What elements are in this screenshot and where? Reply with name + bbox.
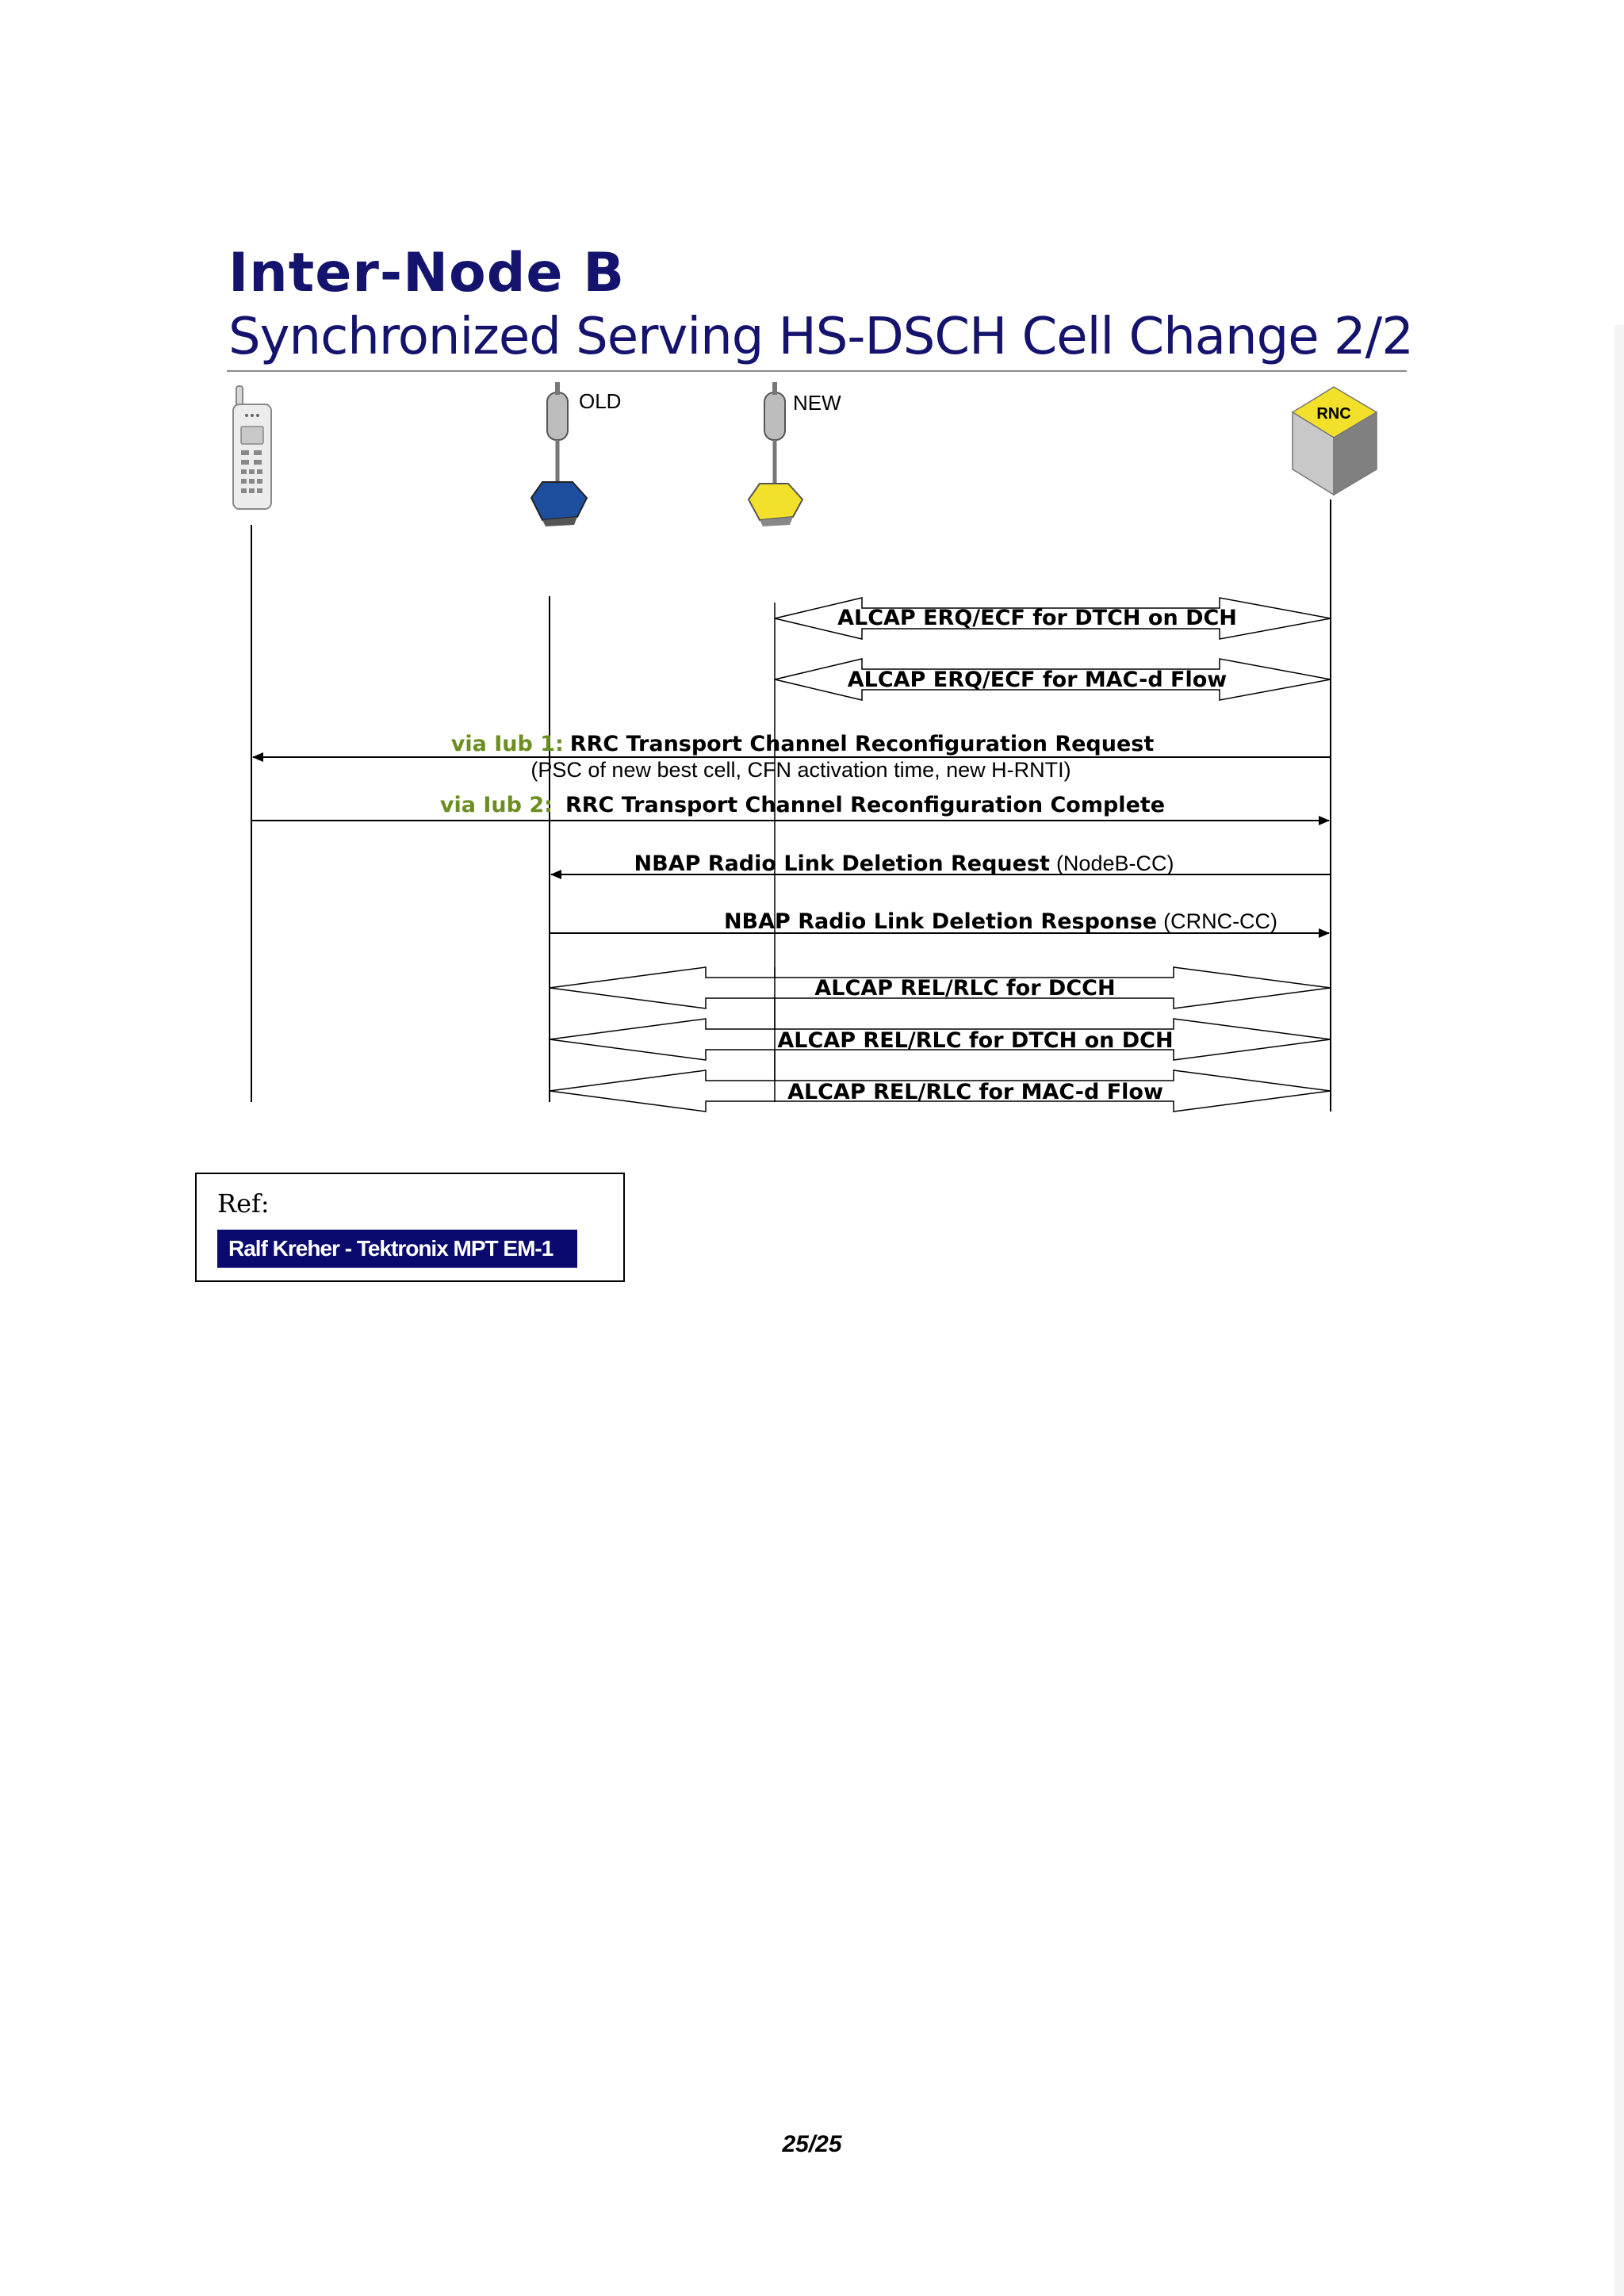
alcap-erq-dtch-arrow bbox=[774, 597, 1331, 640]
msg-alcap-erq-dtch: ALCAP ERQ/ECF for DTCH on DCH bbox=[837, 606, 1237, 630]
msg-alcap-rel-dcch: ALCAP REL/RLC for DCCH bbox=[814, 976, 1115, 1001]
page-number: 25/25 bbox=[782, 2131, 842, 2157]
title-line-1: Inter-Node B bbox=[228, 242, 626, 304]
alcap-rel-macd-arrow bbox=[549, 1070, 1331, 1112]
mobile-phone-icon bbox=[232, 385, 272, 510]
reference-author: Ralf Kreher - Tektronix MPT EM-1 bbox=[217, 1230, 577, 1268]
rnc-icon bbox=[1291, 386, 1378, 496]
reference-box: Ref: Ralf Kreher - Tektronix MPT EM-1 bbox=[195, 1173, 625, 1282]
alcap-rel-dtch-arrow bbox=[549, 1018, 1331, 1061]
via-iub-2-label: via Iub 2: bbox=[440, 793, 553, 817]
rnc-label: RNC bbox=[1316, 405, 1350, 423]
rrc-complete-text: RRC Transport Channel Reconfiguration Co… bbox=[565, 793, 1165, 817]
via-iub-1-label: via Iub 1: bbox=[451, 732, 564, 756]
page-title: Inter-Node B Synchronized Serving HS-DSC… bbox=[228, 242, 1414, 369]
nbap-request-text: NBAP Radio Link Deletion Request bbox=[634, 851, 1050, 876]
msg-nbap-deletion-response: NBAP Radio Link Deletion Response(CRNC-C… bbox=[724, 909, 1277, 934]
alcap-rel-dcch-arrow bbox=[549, 966, 1331, 1009]
msg-alcap-rel-macd: ALCAP REL/RLC for MAC-d Flow bbox=[787, 1080, 1163, 1104]
msg-rrc-reconfig-request: via Iub 1:RRC Transport Channel Reconfig… bbox=[451, 732, 1155, 756]
msg-alcap-rel-dtch: ALCAP REL/RLC for DTCH on DCH bbox=[777, 1028, 1173, 1053]
reference-label: Ref: bbox=[217, 1188, 270, 1219]
title-line-2: Synchronized Serving HS-DSCH Cell Change… bbox=[228, 308, 1414, 366]
title-divider bbox=[227, 370, 1407, 372]
rrc-request-text: RRC Transport Channel Reconfiguration Re… bbox=[570, 732, 1155, 756]
new-nodeb-label: NEW bbox=[793, 391, 841, 415]
new-nodeb-icon bbox=[747, 382, 804, 526]
old-nodeb-icon bbox=[530, 382, 588, 526]
msg-nbap-deletion-request: NBAP Radio Link Deletion Request(NodeB-C… bbox=[634, 851, 1174, 876]
old-nodeb-label: OLD bbox=[579, 389, 621, 413]
nbap-request-suffix: (NodeB-CC) bbox=[1056, 851, 1174, 875]
page-edge-shadow bbox=[1614, 325, 1624, 2296]
nbap-response-suffix: (CRNC-CC) bbox=[1163, 909, 1277, 933]
alcap-erq-macd-arrow bbox=[774, 658, 1331, 701]
sequence-diagram: OLD NEW RNC ALCAP ERQ/ECF for DTCH on DC… bbox=[232, 382, 1378, 1112]
msg-rrc-request-params: (PSC of new best cell, CFN activation ti… bbox=[530, 758, 1071, 782]
nbap-response-text: NBAP Radio Link Deletion Response bbox=[724, 909, 1157, 934]
msg-alcap-erq-macd: ALCAP ERQ/ECF for MAC-d Flow bbox=[848, 668, 1228, 692]
msg-rrc-reconfig-complete: via Iub 2: RRC Transport Channel Reconfig… bbox=[440, 793, 1165, 817]
